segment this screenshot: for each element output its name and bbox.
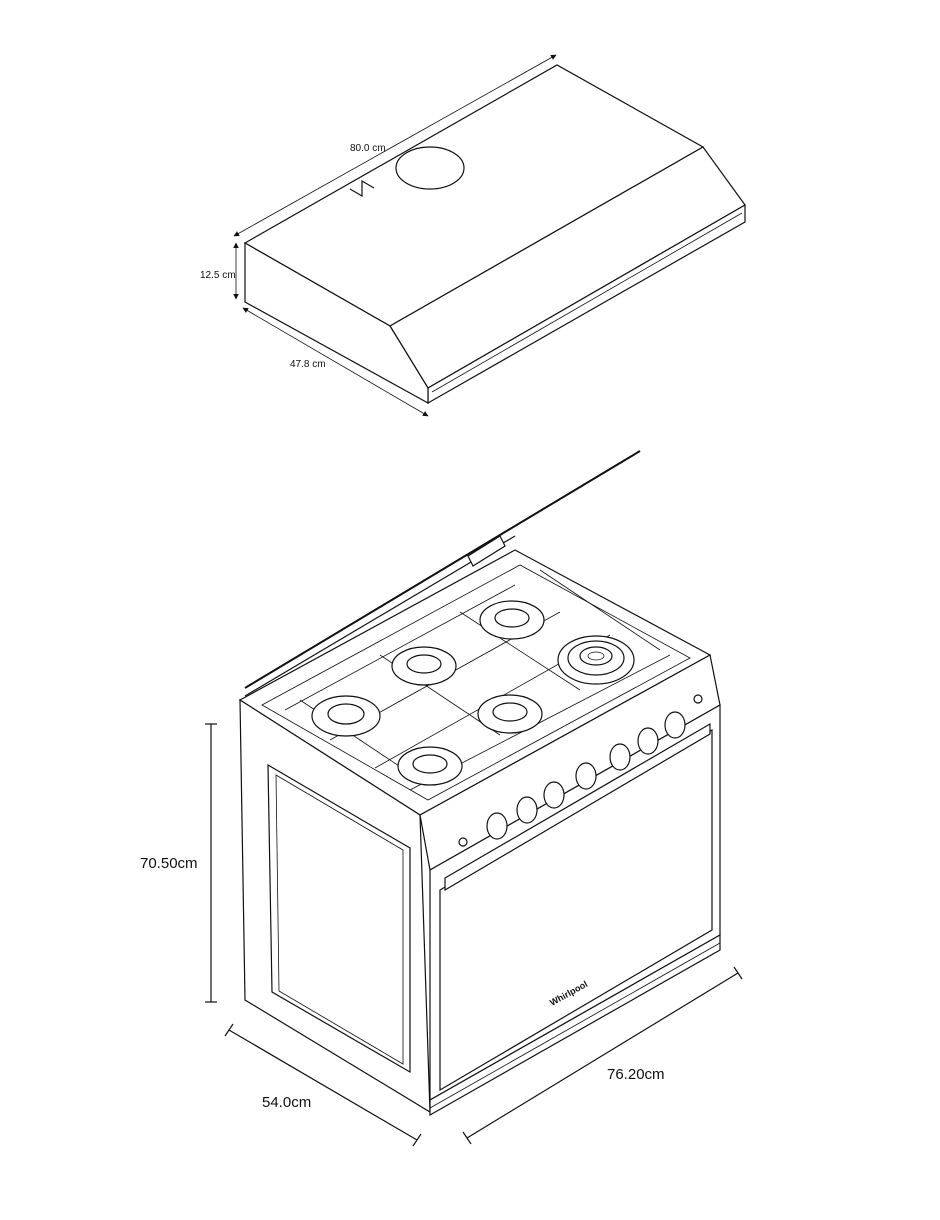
stove-depth-dimension: 54.0cm xyxy=(224,1023,422,1147)
oven-door-handle[interactable] xyxy=(444,722,711,892)
side-window xyxy=(267,763,411,1074)
knob-4[interactable] xyxy=(575,762,597,790)
knob-2[interactable] xyxy=(516,796,538,824)
stove-base xyxy=(429,933,721,1117)
hood-depth-label: 47.8 cm xyxy=(290,359,326,370)
hood-height-label: 12.5 cm xyxy=(200,270,236,281)
igniter-button-right[interactable] xyxy=(693,694,703,704)
stove-width-dimension: 76.20cm xyxy=(462,966,743,1145)
knob-1[interactable] xyxy=(486,812,508,840)
stove-height-dimension: 70.50cm xyxy=(140,723,217,1003)
hood-depth-dimension: 47.8 cm xyxy=(242,307,429,417)
burner-wok xyxy=(557,635,635,685)
knob-7[interactable] xyxy=(664,711,686,739)
hood-height-dimension: 12.5 cm xyxy=(200,242,239,300)
burner-middle-left xyxy=(391,646,457,686)
burner-front-left xyxy=(311,695,381,737)
knob-3[interactable] xyxy=(543,781,565,809)
stove-depth-label: 54.0cm xyxy=(262,1094,311,1111)
igniter-button-left[interactable] xyxy=(458,837,468,847)
stove-height-label: 70.50cm xyxy=(140,855,198,872)
stove: Whirlpool xyxy=(238,450,721,1117)
lid-hinge xyxy=(467,535,506,567)
knob-6[interactable] xyxy=(637,727,659,755)
burner-middle-right xyxy=(477,694,543,734)
hood-width-dimension: 80.0 cm xyxy=(233,54,557,237)
range-hood xyxy=(243,64,746,405)
knob-5[interactable] xyxy=(609,743,631,771)
control-knobs xyxy=(458,694,703,847)
stove-width-label: 76.20cm xyxy=(607,1066,665,1083)
hood-width-label: 80.0 cm xyxy=(350,143,386,154)
burner-front-center xyxy=(397,746,463,786)
burner-back xyxy=(479,600,545,640)
